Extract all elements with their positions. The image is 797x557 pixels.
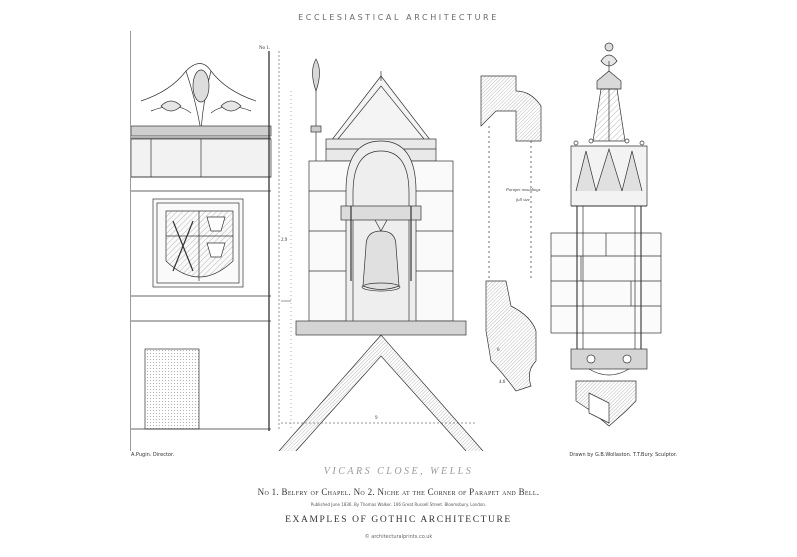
- director-credit: A.Pugin. Director.: [131, 452, 175, 458]
- niche-elevation: [550, 42, 662, 427]
- plate-header-title: ECCLESIASTICAL ARCHITECTURE: [298, 13, 499, 22]
- publication-line: Published June 1836. By Thomas Walker. 1…: [310, 502, 487, 507]
- label-no1: No 1.: [259, 46, 270, 51]
- label-dim-top: 4.6: [499, 380, 506, 385]
- copyright-watermark: © architecturalprints.co.uk: [364, 534, 433, 540]
- label-parapet-mouldings: Parapet mouldings: [505, 187, 541, 192]
- label-dim-mid: 9: [375, 416, 378, 421]
- plate-subtitle: No 1. Belfry of Chapel. No 2. Niche at t…: [257, 487, 540, 497]
- architectural-plate: No 1. 9 2.9 Parapet mouldings full size …: [130, 31, 676, 451]
- draughtsman-credit: Drawn by G.B.Wollaston. T.T.Bury. Sculpt…: [569, 452, 677, 458]
- plate-location-title: VICARS CLOSE, WELLS: [323, 466, 474, 477]
- plate-drawing: No 1. 9 2.9 Parapet mouldings full size …: [131, 42, 662, 451]
- parapet-moulding-section: [480, 75, 542, 392]
- label-dim-right: 6: [497, 348, 500, 353]
- belfry-elevation: [278, 58, 484, 451]
- label-dim-side: 2.9: [281, 238, 288, 243]
- series-title: EXAMPLES OF GOTHIC ARCHITECTURE: [285, 515, 512, 525]
- label-full-size: full size: [516, 197, 530, 202]
- wall-elevation: [131, 51, 280, 431]
